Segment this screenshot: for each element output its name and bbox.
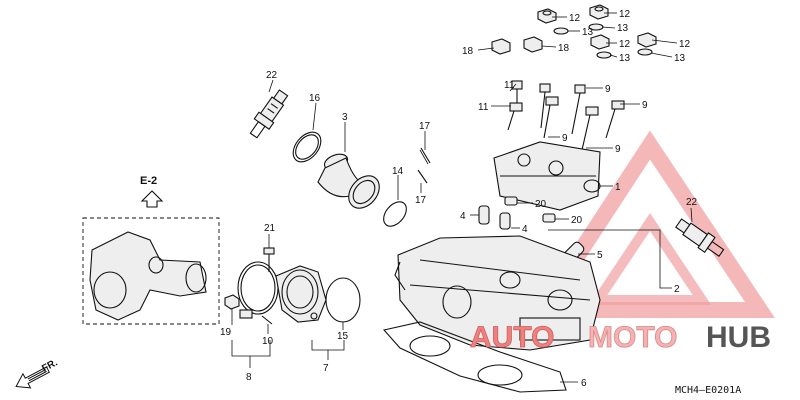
callout-7: 7	[323, 363, 329, 374]
dowel-pin-20-b	[542, 213, 556, 223]
callout-11-a: 11	[504, 80, 515, 91]
nut-19	[224, 294, 240, 310]
o-ring-15	[325, 277, 361, 323]
camshaft-holder-1	[493, 141, 601, 211]
callout-5: 5	[597, 250, 603, 261]
callout-3: 3	[342, 112, 348, 123]
callout-13-b: 13	[582, 27, 594, 38]
thermostat-housing	[89, 231, 207, 321]
callout-18-a: 18	[462, 46, 474, 57]
callout-12-b: 12	[619, 9, 631, 20]
callout-9-b: 9	[642, 100, 648, 111]
reference-box	[82, 217, 220, 325]
callout-14: 14	[392, 166, 404, 177]
front-direction-arrow-icon	[15, 366, 50, 389]
callout-6: 6	[581, 378, 587, 389]
stud-bolt-17-a	[419, 147, 431, 165]
callout-9-c: 9	[562, 133, 568, 144]
callout-2: 2	[674, 284, 680, 295]
callout-18-b: 18	[558, 43, 570, 54]
nut-12-c	[637, 32, 657, 48]
bolt-9-b	[571, 84, 586, 135]
bolt-10	[261, 315, 273, 325]
bolt-9-a	[539, 83, 551, 129]
dowel-pin-4-a	[478, 205, 490, 225]
callout-12-a: 12	[569, 13, 581, 24]
callout-1: 1	[615, 182, 621, 193]
bolt-21	[263, 247, 275, 272]
spark-plug-22-a	[249, 89, 289, 139]
callout-8: 8	[246, 372, 252, 383]
callout-12-d: 12	[619, 39, 631, 50]
nut-18-a	[491, 38, 511, 55]
clamp-band-8	[237, 261, 279, 319]
callout-20-a: 20	[535, 199, 547, 210]
washer-13-d	[637, 48, 653, 56]
head-gasket-6	[382, 321, 567, 393]
dowel-pin-20-a	[504, 196, 518, 206]
callout-4-b: 4	[522, 224, 528, 235]
nut-12-b	[589, 4, 609, 20]
callout-17-b: 17	[415, 195, 427, 206]
callout-22-a: 22	[266, 70, 278, 81]
callout-21: 21	[264, 223, 276, 234]
callout-13-a: 13	[617, 23, 629, 34]
dowel-pin-4-b	[499, 212, 511, 230]
watermark-text: AUTO MOTO HUB	[470, 321, 771, 355]
leader-lines	[231, 12, 693, 383]
callout-17-a: 17	[419, 121, 431, 132]
watermark-auto: AUTO	[470, 321, 554, 354]
nut-12-a	[537, 8, 557, 24]
bolt-9-d	[543, 96, 559, 139]
bolt-9-c	[605, 100, 625, 139]
o-ring-16	[292, 131, 322, 163]
watermark-logo-icon	[527, 130, 775, 318]
front-direction-label: FR.	[40, 357, 60, 374]
nut-18-b	[523, 36, 543, 53]
callout-9-a: 9	[605, 84, 611, 95]
o-ring-14	[383, 201, 407, 227]
reference-label: E-2	[140, 175, 157, 187]
reference-arrow-icon	[140, 190, 164, 208]
callout-10: 10	[262, 336, 274, 347]
bolt-9-e	[581, 106, 599, 151]
callouts: 12 12 13 13 12 12 13 13 18 18 22 16 3 11…	[220, 9, 698, 389]
callout-13-c: 13	[619, 53, 631, 64]
callout-15: 15	[337, 331, 349, 342]
callout-4-a: 4	[460, 211, 466, 222]
diagram-code: MCH4–E0201A	[675, 385, 741, 396]
nut-12-d	[590, 34, 610, 50]
callout-13-d: 13	[674, 53, 686, 64]
stud-bolt-17-b	[417, 169, 428, 184]
intake-pipe-3	[317, 153, 380, 209]
callout-20-b: 20	[571, 215, 583, 226]
spark-plug-22-b	[675, 218, 725, 257]
callout-9-d: 9	[615, 144, 621, 155]
watermark-moto: MOTO	[588, 321, 677, 354]
callout-11-b: 11	[478, 102, 489, 113]
callout-19: 19	[220, 327, 232, 338]
cylinder-head-2	[394, 235, 601, 351]
washer-13-b	[553, 27, 569, 35]
bolt-11-b	[507, 102, 523, 131]
callout-22-b: 22	[686, 197, 698, 208]
callout-12-c: 12	[679, 39, 691, 50]
watermark-hub: HUB	[706, 321, 771, 354]
insulator-7	[275, 265, 327, 323]
callout-16: 16	[309, 93, 321, 104]
washer-13-c	[596, 51, 612, 59]
